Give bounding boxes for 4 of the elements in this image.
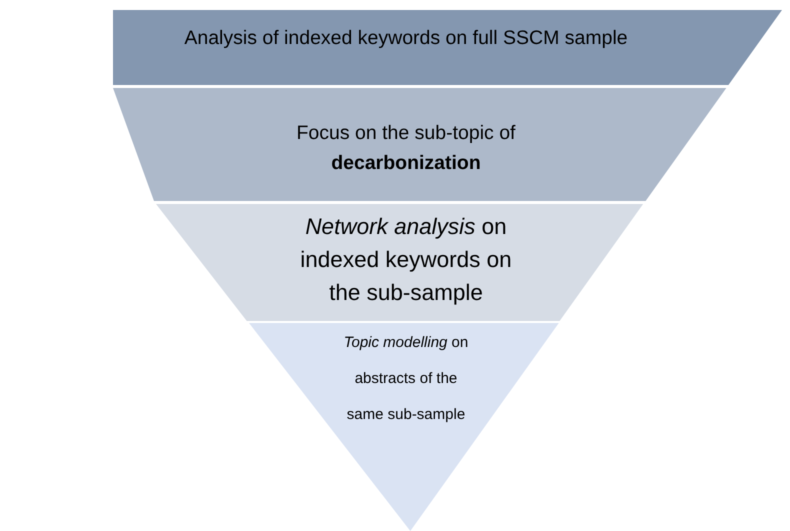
band-text: Network analysis on indexed keywords on the sub-sample — [299, 213, 513, 307]
band-text: Focus on the sub-topic of decarbonization — [296, 121, 516, 176]
band-text: Topic modelling on abstracts of the same sub-sample — [342, 333, 470, 425]
band-text: Analysis of indexed keywords on full SSCM sample — [183, 26, 629, 51]
